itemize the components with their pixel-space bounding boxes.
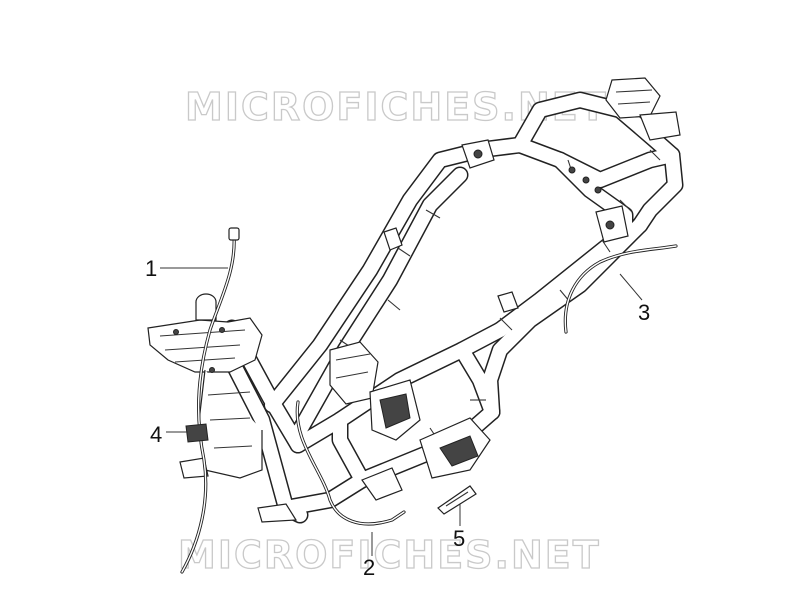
callout-5: 5 bbox=[453, 526, 465, 551]
cable-1 bbox=[180, 227, 240, 574]
cable-2 bbox=[295, 400, 406, 526]
cable-3 bbox=[563, 244, 678, 334]
part-4-clip bbox=[185, 423, 209, 443]
callout-2: 2 bbox=[363, 555, 375, 580]
middle-brackets bbox=[329, 227, 519, 501]
callout-4: 4 bbox=[150, 422, 162, 447]
callout-3: 3 bbox=[638, 300, 650, 325]
watermark-bottom: MICROFICHES.NET bbox=[178, 533, 601, 577]
rear-brackets bbox=[461, 77, 681, 243]
callout-1: 1 bbox=[145, 256, 157, 281]
part-5-strip bbox=[437, 485, 477, 515]
leader-lines bbox=[160, 267, 643, 556]
scooter-frame bbox=[147, 77, 684, 524]
